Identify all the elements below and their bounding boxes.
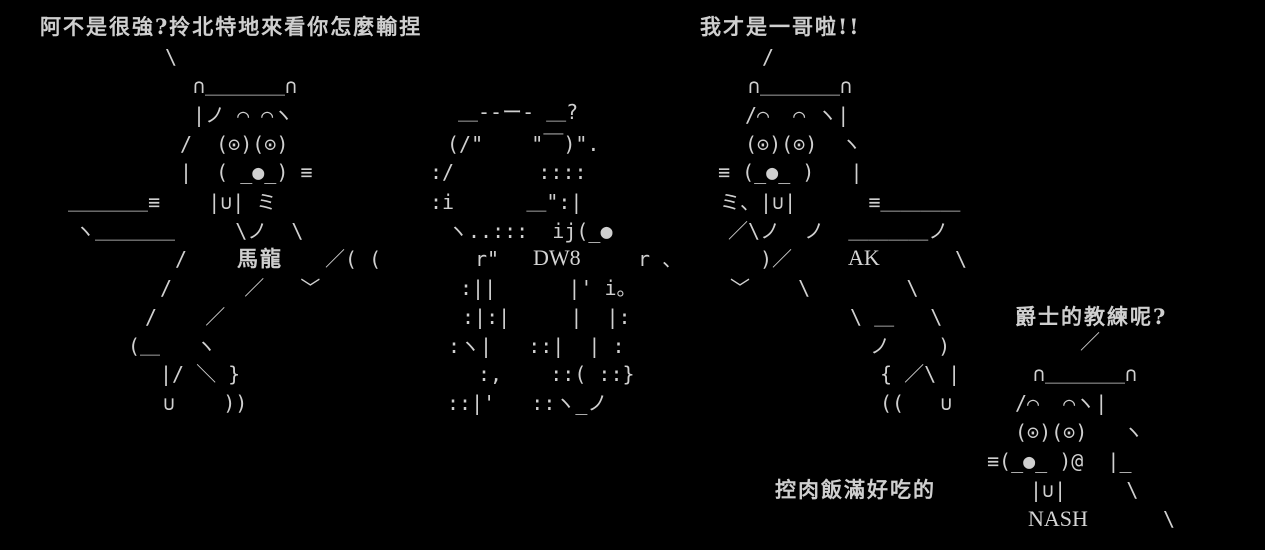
art-line: / ／: [145, 305, 226, 329]
speech-food: 控肉飯滿好吃的: [775, 477, 936, 502]
art-line: (( ∪: [880, 391, 953, 415]
art-line: r": [475, 247, 500, 271]
art-line: ::|' ::ヽ_ノ: [447, 391, 608, 415]
art-line: |∪| \: [1030, 478, 1139, 502]
art-line: (＿ ヽ: [128, 334, 217, 358]
art-line: ／\ノ ノ ＿＿＿＿ノ: [728, 219, 949, 243]
speech-ak: 我才是一哥啦!!: [700, 14, 861, 39]
art-line: | ( _●_) ≡: [180, 160, 313, 184]
art-line: ノ ): [870, 334, 951, 358]
art-line: ≡ (_●_ ) |: [718, 160, 863, 184]
art-line: ＿＿＿＿≡ |∪| ミ: [68, 190, 277, 214]
art-line: ≡(_●_ )@ |_: [987, 449, 1132, 473]
name-small: NASH: [1028, 506, 1088, 531]
art-line: |/ ＼ }: [160, 362, 241, 386]
art-line: :|:| | |:: [462, 305, 631, 329]
art-line: ／: [1080, 330, 1100, 354]
art-line: \ ＿ \: [850, 305, 943, 329]
art-line: /⌒ ⌒ヽ|: [1015, 391, 1108, 415]
speech-nash: 爵士的教練呢?: [1015, 304, 1168, 329]
art-line: \: [1163, 507, 1176, 531]
art-line: ∩＿＿＿＿∩: [1033, 362, 1138, 386]
art-line: |ノ ⌒ ⌒ヽ: [193, 103, 294, 127]
art-line: ＿--ー- ＿?: [458, 100, 579, 124]
speech-madragon: 阿不是很強?拎北特地來看你怎麼輸捏: [40, 14, 423, 39]
art-line: /⌒ ⌒ ヽ|: [745, 103, 850, 127]
art-line: ミ、|∪| ≡＿＿＿＿: [720, 190, 961, 214]
name-center: DW8: [533, 245, 581, 270]
art-line: :i ＿":|: [430, 190, 583, 214]
art-line: :|| |' i。: [460, 276, 637, 300]
art-line: ヽ＿＿＿＿ \ノ \: [75, 219, 304, 243]
art-line: :, ::( ::}: [478, 362, 635, 386]
art-line: :ヽ| ::| | :: [448, 334, 625, 358]
art-line: / ／ ﹀: [160, 276, 321, 300]
art-line: / (⊙)(⊙): [180, 132, 289, 156]
art-line: \: [955, 247, 968, 271]
art-line: r 、: [638, 247, 683, 271]
art-line: ∩＿＿＿＿∩: [748, 74, 853, 98]
art-line: (⊙)(⊙) ヽ: [1015, 420, 1144, 444]
art-line: /: [175, 247, 188, 271]
art-line: ∩＿＿＿＿∩: [193, 74, 298, 98]
art-line: ﹀ \ \: [730, 276, 919, 300]
art-line: )／: [760, 247, 793, 271]
art-line: (⊙)(⊙) ヽ: [745, 132, 862, 156]
art-line: \: [165, 45, 178, 69]
art-line: ヽ..::: ij(_●: [448, 219, 613, 243]
art-line: ／( (: [325, 247, 382, 271]
art-line: (/" "￣)".: [447, 132, 600, 156]
art-line: { ／\ |: [880, 362, 961, 386]
art-line: :/ ::::: [430, 160, 587, 184]
name-right: AK: [848, 245, 880, 270]
name-left: 馬龍: [237, 246, 283, 271]
art-line: ∪ )): [163, 391, 248, 415]
art-line: /: [762, 45, 775, 69]
